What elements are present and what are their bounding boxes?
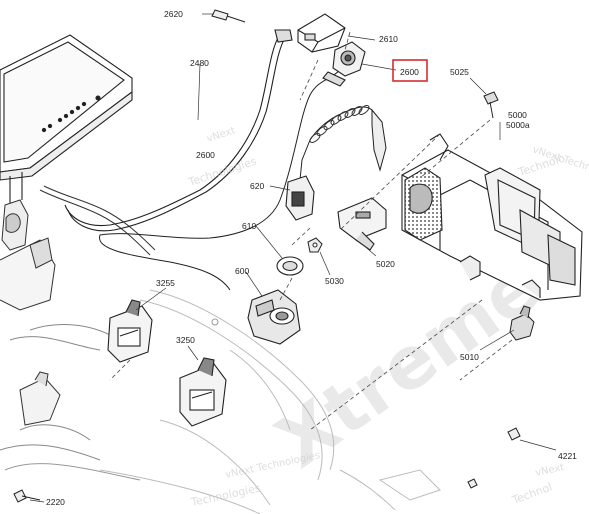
fastener-4221	[507, 427, 521, 441]
label-5010: 5010	[460, 352, 479, 362]
ignition-switch-600	[247, 289, 301, 345]
label-2620: 2620	[164, 9, 183, 19]
label-2600-wire: 2600	[196, 150, 215, 160]
label-610: 610	[242, 221, 256, 231]
clip-5010	[509, 305, 535, 341]
antenna-wire	[99, 69, 341, 291]
label-620: 620	[250, 181, 264, 191]
label-4221: 4221	[558, 451, 577, 461]
label-3250: 3250	[176, 335, 195, 345]
watermark-3b: Technologies	[189, 481, 262, 509]
leader-lines	[109, 31, 513, 431]
dash-frame	[99, 289, 441, 514]
label-2610: 2610	[379, 34, 398, 44]
label-5030: 5030	[325, 276, 344, 286]
label-600: 600	[235, 266, 249, 276]
label-2480: 2480	[190, 58, 209, 68]
left-harness-assembly	[0, 185, 156, 481]
label-5000: 5000	[508, 110, 527, 120]
label-5025: 5025	[450, 67, 469, 77]
wire-harness-2480	[64, 29, 293, 232]
antenna-connector-2600	[322, 41, 366, 87]
label-5020: 5020	[376, 259, 395, 269]
display-screen-part	[0, 34, 133, 205]
module-2610	[297, 13, 346, 53]
ring-610	[276, 256, 304, 276]
screw-2620	[211, 9, 246, 23]
switch-3255	[107, 299, 153, 363]
highlight-box-2600	[392, 59, 428, 82]
bracket-5020	[337, 197, 387, 251]
ecu-module-5000	[401, 133, 583, 301]
fastener-small	[467, 478, 478, 489]
switch-3250	[179, 357, 227, 427]
label-5000a: 5000a	[506, 120, 530, 130]
watermark-4b: Technol	[510, 480, 554, 507]
watermark-1: vNext	[206, 125, 237, 145]
label-2220: 2220	[46, 497, 65, 507]
label-leaders	[29, 13, 557, 503]
connector-620	[285, 175, 315, 221]
bolt-5025	[483, 91, 499, 119]
nut-5030	[307, 237, 323, 253]
label-2600-highlighted: 2600	[400, 67, 419, 77]
fastener-2220	[13, 489, 41, 503]
label-3255: 3255	[156, 278, 175, 288]
coiled-cable-620	[299, 105, 387, 181]
watermark-4: vNext	[534, 462, 565, 479]
